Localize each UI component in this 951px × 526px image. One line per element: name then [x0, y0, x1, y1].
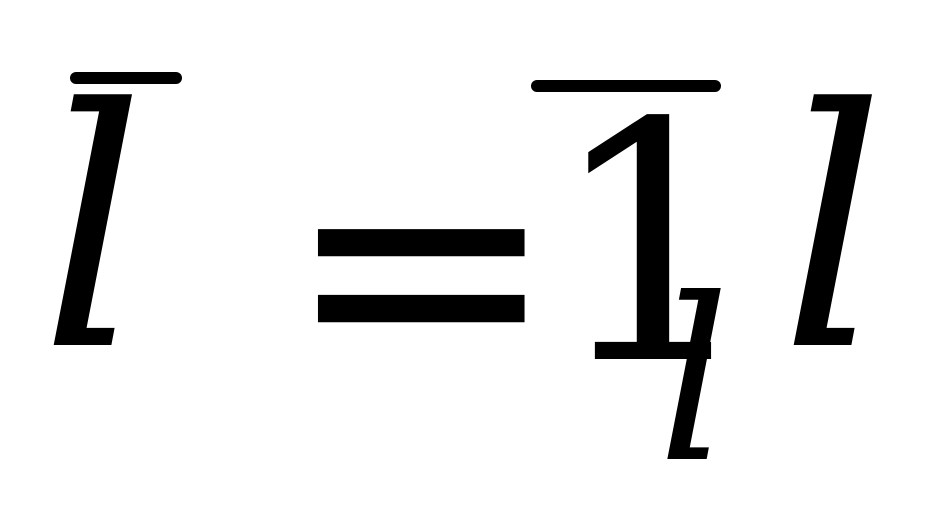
unit-subscript-l: l	[658, 251, 730, 513]
lhs-variable-l: l	[40, 39, 146, 423]
lhs-overline	[70, 72, 182, 84]
rhs-variable-l: l	[780, 39, 886, 423]
unit-one: 1	[548, 53, 758, 437]
unit-overline	[531, 80, 721, 92]
equals-sign: =	[283, 73, 560, 457]
